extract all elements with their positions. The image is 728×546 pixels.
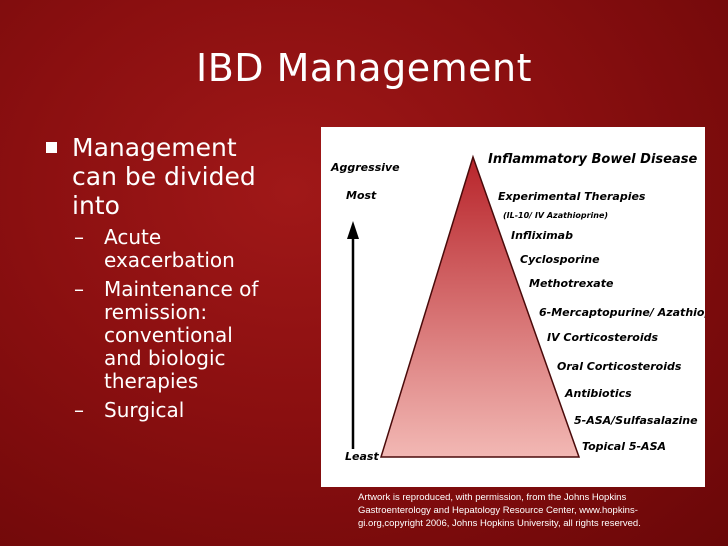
sub-bullet-item: – Surgical xyxy=(74,399,274,422)
slide-title: IBD Management xyxy=(196,46,532,90)
sub-bullet-item: – Maintenance of remission: conventional… xyxy=(74,278,274,393)
dash-icon: – xyxy=(74,277,84,301)
therapy-label: Cyclosporine xyxy=(520,253,600,266)
sub-bullet-text: Maintenance of remission: conventional a… xyxy=(104,277,259,393)
therapy-label: (IL-10/ IV Azathioprine) xyxy=(503,211,608,220)
therapy-label: Antibiotics xyxy=(564,387,632,400)
axis-label-most: Most xyxy=(346,189,377,202)
bullet-text: Management can be divided into xyxy=(72,133,256,220)
therapy-label: Infliximab xyxy=(511,229,573,242)
bullet-list: Management can be divided into – Acute e… xyxy=(44,133,274,428)
therapy-label: Methotrexate xyxy=(529,277,614,290)
arrow-head-icon xyxy=(347,221,359,239)
sub-bullet-list: – Acute exacerbation – Maintenance of re… xyxy=(44,226,274,422)
therapy-label: IV Corticosteroids xyxy=(547,331,658,344)
sub-bullet-text: Surgical xyxy=(104,398,185,422)
sub-bullet-text: Acute exacerbation xyxy=(104,225,235,272)
square-bullet-icon xyxy=(46,142,57,153)
figure-heading: Inflammatory Bowel Disease xyxy=(488,152,697,167)
therapy-label: Topical 5-ASA xyxy=(582,440,666,453)
ibd-therapy-pyramid-figure: Aggressive Most Least Inflammatory Bowel… xyxy=(321,127,705,487)
sub-bullet-item: – Acute exacerbation xyxy=(74,226,274,272)
bullet-item: Management can be divided into xyxy=(44,133,274,220)
axis-label-aggressive: Aggressive xyxy=(330,161,400,174)
dash-icon: – xyxy=(74,225,84,249)
pyramid-graphic: Aggressive Most Least Inflammatory Bowel… xyxy=(330,152,705,463)
therapy-label: Experimental Therapies xyxy=(498,190,646,203)
therapy-pyramid xyxy=(379,154,581,458)
axis-label-least: Least xyxy=(345,450,379,463)
therapy-label: 5-ASA/Sulfasalazine xyxy=(574,414,698,427)
therapy-label: 6-Mercaptopurine/ Azathioprine xyxy=(539,306,705,319)
dash-icon: – xyxy=(74,398,84,422)
artwork-credit: Artwork is reproduced, with permission, … xyxy=(358,492,641,529)
therapy-label: Oral Corticosteroids xyxy=(557,360,682,373)
